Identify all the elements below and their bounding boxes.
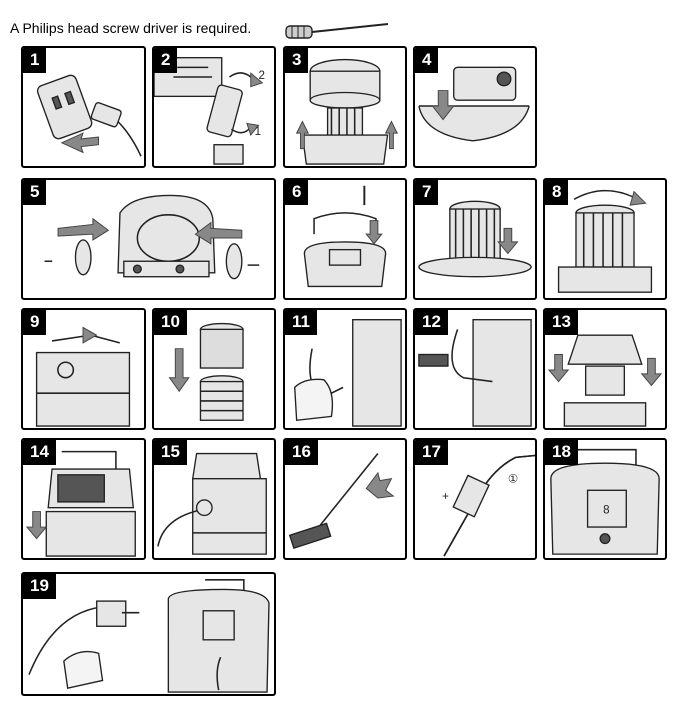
- hose-lock-illustration: + ①: [442, 454, 535, 557]
- step-17-number: 17: [415, 440, 448, 465]
- step-11-number: 11: [285, 310, 317, 335]
- step-16-number: 16: [285, 440, 318, 465]
- step-14-number: 14: [23, 440, 56, 465]
- header-text: A Philips head screw driver is required.: [10, 20, 252, 36]
- wheels-illustration: [44, 194, 260, 280]
- hose-connect-illustration: [157, 452, 267, 555]
- lower-head-illustration: [547, 334, 663, 427]
- step-4-number: 4: [415, 48, 439, 73]
- step-12-number: 12: [415, 310, 448, 335]
- step-9-number: 9: [23, 310, 47, 335]
- step-3-number: 3: [285, 48, 309, 73]
- step-1-number: 1: [23, 48, 47, 73]
- step-2-panel: 2 1 2: [152, 46, 276, 168]
- front-panel-illustration: 8: [550, 448, 660, 555]
- step-10-panel: 10: [152, 308, 276, 430]
- latch-illustration: [25, 450, 136, 557]
- rotate-filter-illustration: [557, 189, 653, 293]
- step-3-panel: 3: [283, 46, 407, 168]
- step-14-panel: 14: [21, 438, 146, 560]
- power-on-illustration: [28, 579, 270, 693]
- step-15-number: 15: [154, 440, 187, 465]
- step-6-panel: 6: [283, 178, 407, 300]
- screwdriver-icon: [285, 23, 389, 39]
- step-5-number: 5: [23, 180, 47, 205]
- step-18-panel: 8 18: [543, 438, 667, 560]
- lift-head-illustration: [295, 58, 399, 165]
- wand-nozzle-illustration: [288, 453, 395, 550]
- unplug-illustration: [36, 74, 142, 157]
- step-18-label: 8: [603, 504, 609, 517]
- step-7-panel: 7: [413, 178, 537, 300]
- step-17-plus: +: [442, 490, 449, 503]
- foam-sleeve-illustration: [168, 322, 244, 421]
- step-15-panel: 15: [152, 438, 276, 560]
- install-handle-illustration: [303, 185, 387, 288]
- step-9-panel: 9: [21, 308, 146, 430]
- step-19-panel: 19: [21, 572, 276, 696]
- open-lid-illustration: [35, 326, 131, 427]
- step-6-number: 6: [285, 180, 309, 205]
- step-2-number: 2: [154, 48, 178, 73]
- step-5-panel: 5: [21, 178, 276, 300]
- step-13-number: 13: [545, 310, 578, 335]
- screw-removal-illustration: [418, 66, 530, 142]
- attach-clip-illustration: [418, 318, 532, 427]
- step-17-callout: ①: [508, 473, 518, 486]
- step-1-panel: 1: [21, 46, 146, 168]
- step-4-panel: 4: [413, 46, 537, 168]
- step-16-panel: 16: [283, 438, 407, 560]
- step-18-number: 18: [545, 440, 578, 465]
- clip-illustration: [294, 318, 402, 427]
- filter-install-illustration: [418, 200, 532, 278]
- step-13-panel: 13: [543, 308, 667, 430]
- step-7-number: 7: [415, 180, 439, 205]
- step-19-number: 19: [23, 574, 56, 599]
- step-8-panel: 8: [543, 178, 667, 300]
- step-12-panel: 12: [413, 308, 537, 430]
- step-17-panel: + ① 17: [413, 438, 537, 560]
- step-11-panel: 11: [283, 308, 407, 430]
- step-8-number: 8: [545, 180, 569, 205]
- step-10-number: 10: [154, 310, 187, 335]
